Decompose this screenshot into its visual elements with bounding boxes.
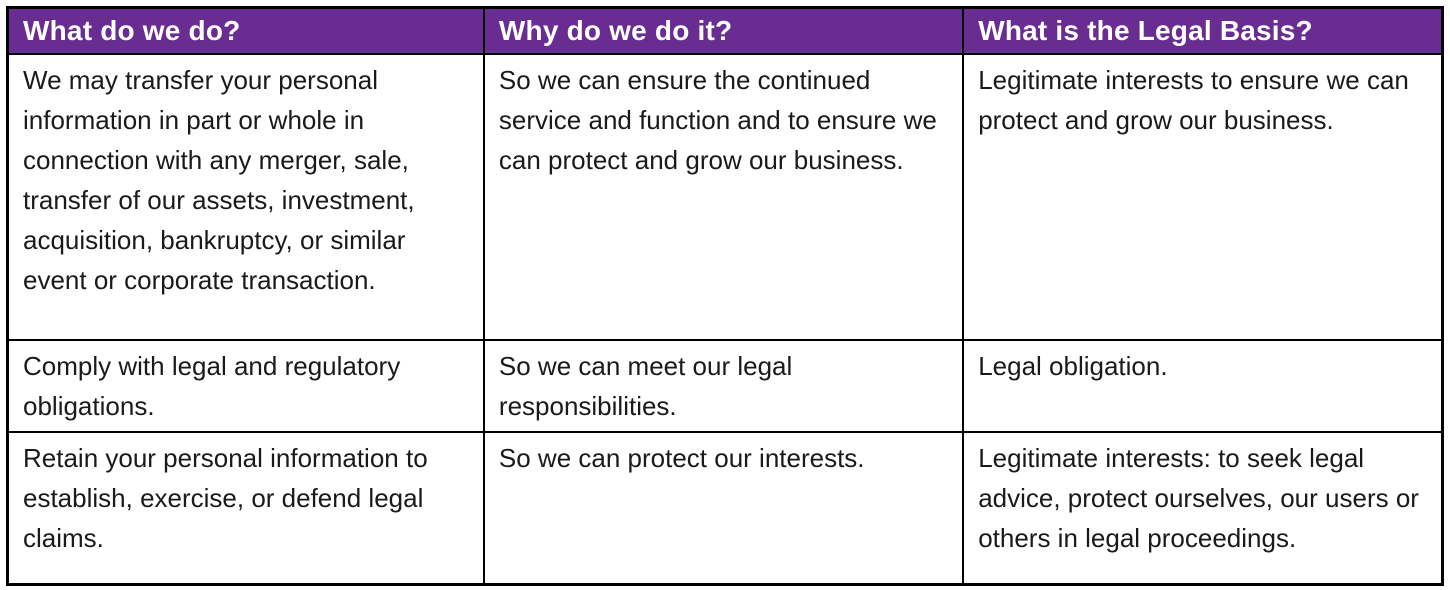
cell-what-transfer: We may transfer your personal informatio… [6, 53, 485, 341]
cell-legal-basis-retain: Legitimate interests: to seek legal advi… [962, 431, 1444, 585]
table-row: Retain your personal information to esta… [6, 431, 1444, 585]
cell-why-transfer: So we can ensure the continued service a… [482, 53, 965, 341]
cell-legal-basis-transfer: Legitimate interests to ensure we can pr… [962, 53, 1444, 341]
table-row: Comply with legal and regulatory obligat… [6, 339, 1444, 433]
table-row: We may transfer your personal informatio… [6, 53, 1444, 341]
cell-what-retain: Retain your personal information to esta… [6, 431, 485, 585]
legal-basis-table: What do we do? Why do we do it? What is … [6, 6, 1444, 586]
cell-why-retain: So we can protect our interests. [482, 431, 965, 585]
column-header-why-do-we-do-it: Why do we do it? [482, 6, 965, 55]
header-row: What do we do? Why do we do it? What is … [6, 6, 1444, 55]
cell-what-comply: Comply with legal and regulatory obligat… [6, 339, 485, 433]
column-header-what-do-we-do: What do we do? [6, 6, 485, 55]
cell-why-comply: So we can meet our legal responsibilitie… [482, 339, 965, 433]
column-header-legal-basis: What is the Legal Basis? [962, 6, 1444, 55]
cell-legal-basis-comply: Legal obligation. [962, 339, 1444, 433]
